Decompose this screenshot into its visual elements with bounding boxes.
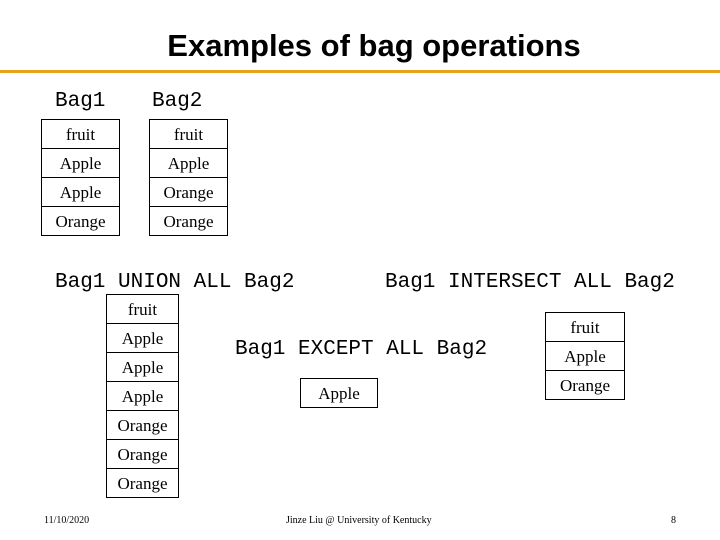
table-cell: Orange <box>106 439 179 469</box>
bag1-label: Bag1 <box>55 90 106 113</box>
slide-title: Examples of bag operations <box>167 28 581 63</box>
title-divider <box>0 70 720 73</box>
table-cell: Apple <box>41 148 120 178</box>
table-cell: Apple <box>106 381 179 411</box>
table-cell: Apple <box>149 148 228 178</box>
union-result-table: fruit Apple Apple Apple Orange Orange Or… <box>106 294 179 498</box>
intersect-result-table: fruit Apple Orange <box>545 312 625 400</box>
footer-date: 11/10/2020 <box>44 515 90 526</box>
bag2-table: fruit Apple Orange Orange <box>149 119 228 236</box>
bag1-table: fruit Apple Apple Orange <box>41 119 120 236</box>
bag2-label: Bag2 <box>152 90 203 113</box>
footer-author: Jinze Liu @ University of Kentucky <box>286 515 432 526</box>
union-label: Bag1 UNION ALL Bag2 <box>55 271 295 294</box>
table-header: fruit <box>41 119 120 149</box>
table-cell: Apple <box>300 378 378 408</box>
intersect-label: Bag1 INTERSECT ALL Bag2 <box>385 271 675 294</box>
table-cell: Orange <box>106 468 179 498</box>
except-result-table: Apple <box>300 378 378 408</box>
table-header: fruit <box>149 119 228 149</box>
except-label: Bag1 EXCEPT ALL Bag2 <box>235 338 488 361</box>
table-cell: Apple <box>106 323 179 353</box>
table-cell: Apple <box>545 341 625 371</box>
table-cell: Apple <box>41 177 120 207</box>
table-cell: Apple <box>106 352 179 382</box>
table-cell: Orange <box>41 206 120 236</box>
table-cell: Orange <box>106 410 179 440</box>
table-cell: Orange <box>149 206 228 236</box>
table-header: fruit <box>106 294 179 324</box>
table-cell: Orange <box>149 177 228 207</box>
table-header: fruit <box>545 312 625 342</box>
page-number: 8 <box>671 515 676 526</box>
table-cell: Orange <box>545 370 625 400</box>
